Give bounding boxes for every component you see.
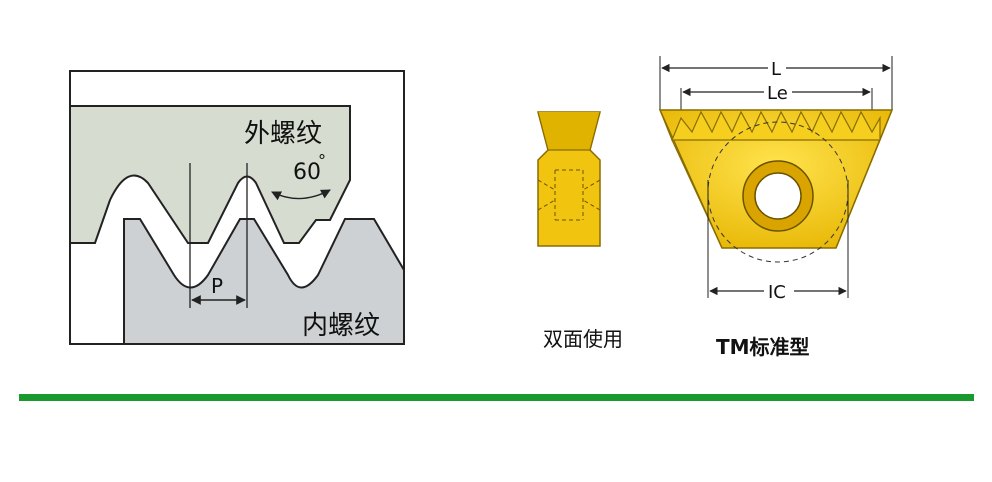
- double-insert-caption: 双面使用: [543, 327, 623, 351]
- thread-diagram: 外螺纹 内螺纹 60 ° P: [69, 70, 405, 345]
- tm-insert-teeth: [671, 110, 881, 141]
- angle-arc: [271, 189, 331, 201]
- tm-insert-caption: TM标准型: [716, 335, 810, 359]
- double-insert-notch: [537, 111, 601, 151]
- tm-insert-side-face: [659, 109, 893, 249]
- internal-thread-shape: [123, 218, 405, 345]
- tm-insert-hole-inner: [754, 172, 802, 220]
- external-thread-label: 外螺纹: [244, 119, 322, 149]
- double-insert-hidden-lines: [537, 169, 601, 221]
- external-thread-shape: [69, 105, 351, 244]
- internal-thread-label: 内螺纹: [302, 311, 380, 341]
- pitch-label: P: [211, 274, 223, 298]
- dim-l-label: L: [771, 59, 781, 80]
- dim-ic-label: IC: [768, 282, 786, 303]
- tm-insert: L Le IC TM标准型: [658, 56, 894, 359]
- double-sided-insert: 双面使用: [537, 111, 623, 351]
- green-divider: [19, 394, 974, 401]
- angle-unit: °: [318, 151, 326, 170]
- dim-le-label: Le: [767, 83, 788, 104]
- angle-label: 60: [293, 160, 321, 185]
